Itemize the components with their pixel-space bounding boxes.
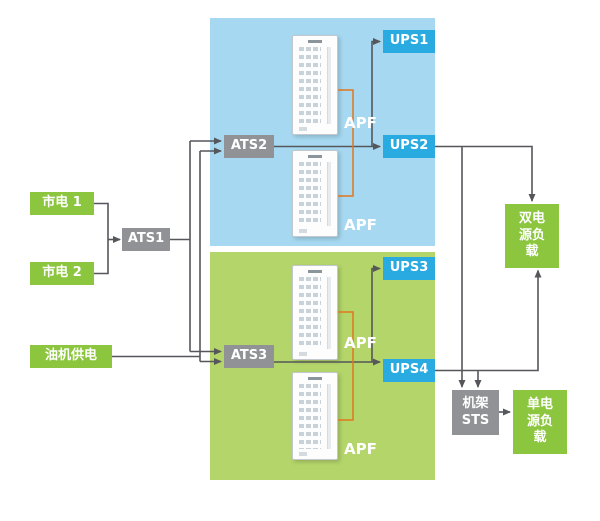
cabinet-breaker-grid [299, 277, 321, 349]
line-ups4-to-dual-load [435, 269, 542, 372]
ats2-box: ATS2 [224, 135, 274, 158]
ups1-box: UPS1 [383, 30, 435, 53]
cabinet-breaker-grid [299, 47, 321, 124]
rack-sts-label: 机架STS [461, 395, 490, 428]
mains-source-2-box: 市电 2 [30, 262, 94, 285]
apf-label-1: APF [344, 114, 377, 132]
dual-source-load-label: 双电源负载 [518, 210, 545, 260]
cabinet-foot [299, 352, 307, 356]
cabinet-duct [327, 162, 331, 226]
cabinet-duct [327, 47, 331, 124]
cabinet-breaker-grid [299, 384, 321, 449]
rack-sts-box: 机架STS [452, 390, 499, 435]
ats3-label: ATS3 [230, 348, 268, 364]
line-mains1-junction [94, 202, 109, 240]
apf-cabinet-1 [292, 35, 338, 135]
cabinet-display [308, 40, 322, 43]
line-ats3-to-ups3 [371, 265, 381, 362]
line-ats2-to-ups1 [371, 38, 381, 147]
cabinet-foot [299, 127, 307, 131]
ups4-box: UPS4 [383, 359, 435, 382]
line-mains2-junction [94, 239, 109, 275]
line-apf2-shunt [338, 146, 354, 197]
apf-label-2: APF [344, 216, 377, 234]
ats1-label: ATS1 [127, 231, 165, 247]
apf-label-3: APF [344, 334, 377, 352]
line-apf3-shunt [338, 311, 354, 362]
generator-source-box: 油机供电 [30, 345, 112, 368]
single-source-load-label: 单电源负载 [526, 396, 553, 446]
cabinet-foot [299, 229, 307, 233]
ats2-label: ATS2 [230, 138, 268, 154]
line-ups2-to-dual-load [435, 145, 536, 202]
line-apf4-shunt [338, 362, 354, 421]
single-source-load-box: 单电源负载 [513, 390, 567, 454]
ups4-label: UPS4 [389, 362, 429, 378]
cabinet-breaker-grid [299, 162, 321, 226]
generator-source-label: 油机供电 [44, 348, 97, 364]
cabinet-duct [327, 277, 331, 349]
cabinet-display [308, 155, 322, 158]
ups3-label: UPS3 [389, 260, 429, 276]
ups2-label: UPS2 [389, 138, 429, 154]
cabinet-foot [299, 452, 307, 456]
line-apf1-shunt [338, 89, 354, 147]
ats1-box: ATS1 [122, 228, 170, 251]
dual-source-load-box: 双电源负载 [505, 204, 559, 268]
mains-source-1-label: 市电 1 [42, 195, 82, 211]
apf-cabinet-4 [292, 372, 338, 460]
cabinet-display [308, 377, 322, 380]
mains-source-2-label: 市电 2 [42, 265, 82, 281]
ats3-box: ATS3 [224, 345, 274, 368]
cabinet-duct [327, 384, 331, 449]
apf-label-4: APF [344, 440, 377, 458]
cabinet-display [308, 270, 322, 273]
ups3-box: UPS3 [383, 257, 435, 280]
ups2-box: UPS2 [383, 135, 435, 158]
ups1-label: UPS1 [389, 33, 429, 49]
mains-source-1-box: 市电 1 [30, 192, 94, 215]
apf-cabinet-3 [292, 265, 338, 360]
apf-cabinet-2 [292, 150, 338, 237]
